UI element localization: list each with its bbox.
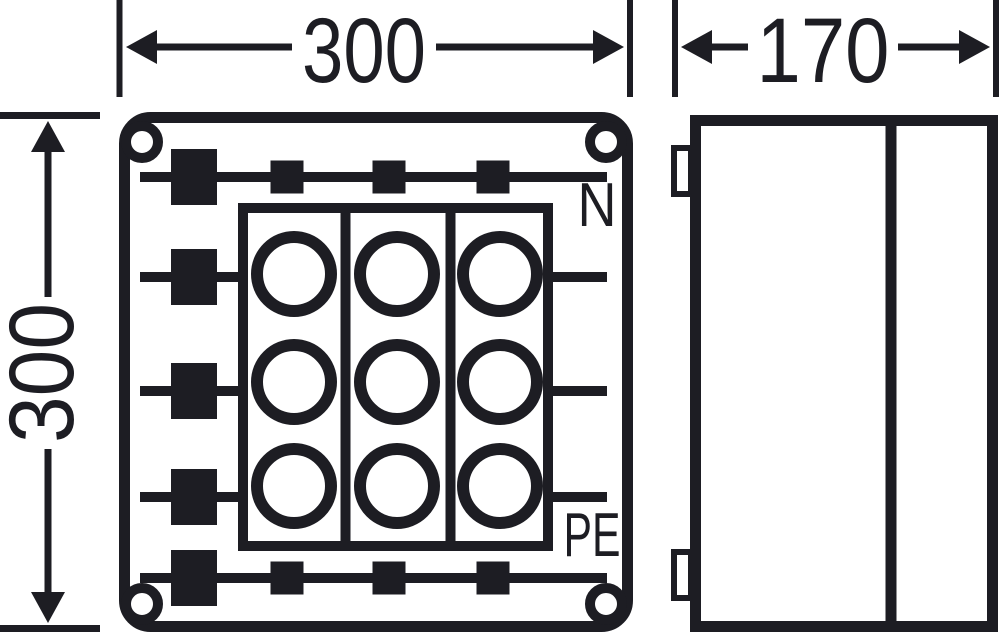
- side-view: [671, 115, 998, 632]
- terminal-block-outline: [238, 203, 553, 551]
- cable-entry-small: [270, 160, 304, 194]
- hinge-tab-bottom: [671, 549, 694, 601]
- mounting-hole-top-right: [585, 121, 627, 163]
- terminal-circle: [251, 443, 337, 529]
- dimension-value-depth: 170: [757, 0, 890, 102]
- dimension-front-width: 300: [116, 0, 633, 102]
- hinge-tab-top: [671, 145, 694, 197]
- cable-entry-small: [476, 561, 510, 595]
- phase-entries-left: [140, 249, 248, 525]
- terminal-circle: [457, 443, 543, 529]
- front-view: N PE: [119, 112, 633, 632]
- arrowhead-left-icon: [126, 30, 157, 64]
- terminal-circle: [354, 339, 440, 425]
- mounting-hole-bottom-right: [585, 583, 627, 625]
- dimension-value-front-width: 300: [302, 0, 426, 102]
- cable-entry-large: [171, 363, 217, 419]
- cable-entry-small: [476, 160, 510, 194]
- dimension-front-height: 300: [0, 112, 100, 632]
- cable-entry-large: [171, 469, 217, 525]
- arrowhead-up-icon: [31, 121, 65, 152]
- dimension-depth: 170: [672, 0, 999, 102]
- terminal-circle: [354, 231, 440, 317]
- terminal-circle: [457, 339, 543, 425]
- n-busbar: [140, 149, 607, 205]
- mounting-hole-top-left: [121, 121, 163, 163]
- cable-entry-small: [372, 561, 406, 595]
- arrowhead-left-icon: [681, 30, 712, 64]
- dimension-value-front-height: 300: [0, 303, 93, 443]
- terminal-circle: [354, 443, 440, 529]
- cable-entry-small: [270, 561, 304, 595]
- conductor-stubs-right: [548, 272, 607, 502]
- enclosure-outline: [119, 112, 633, 632]
- mounting-hole-bottom-left: [121, 583, 163, 625]
- terminal-circle: [251, 339, 337, 425]
- label-protective-earth: PE: [564, 501, 621, 570]
- pe-busbar: [140, 550, 607, 606]
- cable-entry-large: [171, 249, 217, 305]
- cable-entry-small: [372, 160, 406, 194]
- label-neutral: N: [578, 171, 617, 240]
- side-view-outline: [690, 115, 998, 632]
- arrowhead-right-icon: [959, 30, 990, 64]
- terminal-circle: [251, 231, 337, 317]
- cable-entry-large: [171, 550, 217, 606]
- arrowhead-down-icon: [31, 592, 65, 623]
- arrowhead-right-icon: [593, 30, 624, 64]
- cable-entry-large: [171, 149, 217, 205]
- terminal-circle: [457, 231, 543, 317]
- terminal-block: [238, 203, 553, 551]
